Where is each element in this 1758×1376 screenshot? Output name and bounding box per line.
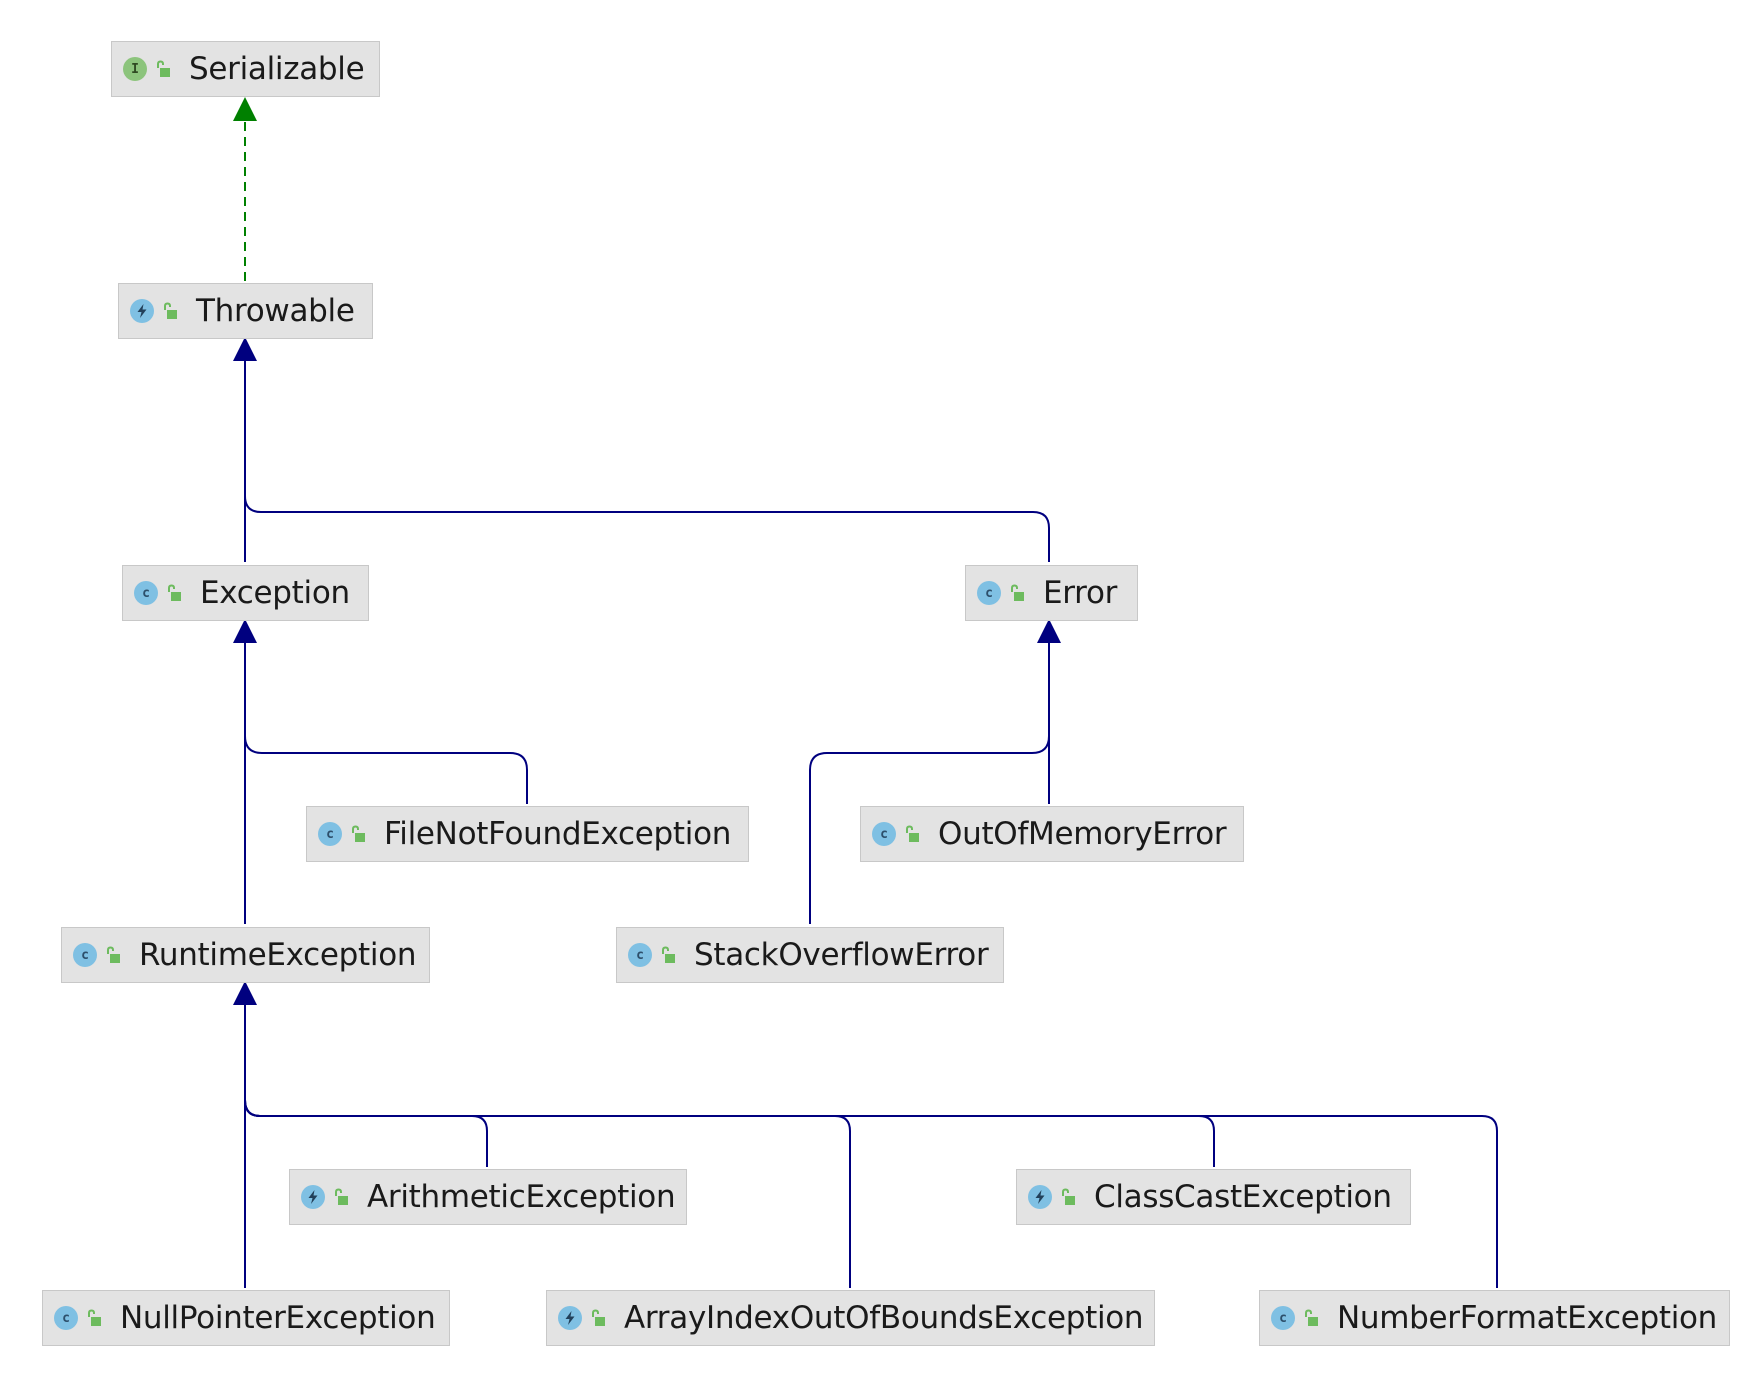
- node-label: Error: [1043, 575, 1118, 611]
- node-label: Serializable: [189, 51, 365, 87]
- edge-error-extends-throwable: [244, 495, 1050, 562]
- node-label: ArrayIndexOutOfBoundsException: [624, 1300, 1144, 1336]
- node-label: StackOverflowError: [694, 937, 989, 973]
- node-label: Exception: [200, 575, 350, 611]
- arrowhead-serializable: [233, 97, 257, 121]
- public-lock-icon: [1062, 1188, 1075, 1205]
- node-label: NullPointerException: [120, 1300, 436, 1336]
- node-outofmemory[interactable]: c OutOfMemoryError: [860, 806, 1244, 862]
- interface-icon: I: [123, 57, 147, 81]
- icon-letter: c: [62, 1310, 70, 1326]
- public-lock-icon: [592, 1309, 605, 1326]
- class-icon: c: [318, 822, 342, 846]
- public-lock-icon: [335, 1188, 348, 1205]
- node-label: OutOfMemoryError: [938, 816, 1227, 852]
- icon-letter: c: [1279, 1310, 1287, 1326]
- node-label: Throwable: [196, 293, 355, 329]
- arrowhead-error: [1037, 619, 1061, 643]
- node-label: ClassCastException: [1094, 1179, 1392, 1215]
- public-lock-icon: [1305, 1309, 1318, 1326]
- icon-letter: c: [985, 585, 993, 601]
- node-exception[interactable]: c Exception: [122, 565, 369, 621]
- public-lock-icon: [157, 60, 170, 77]
- edge-filenotfound-extends-exception: [244, 735, 528, 804]
- public-lock-icon: [1011, 584, 1024, 601]
- arrowhead-exception: [233, 619, 257, 643]
- class-icon: c: [73, 943, 97, 967]
- public-lock-icon: [352, 825, 365, 842]
- public-lock-icon: [662, 946, 675, 963]
- throwable-icon: [558, 1306, 582, 1330]
- lightning-bolt-icon: [308, 1190, 318, 1204]
- throwable-icon: [1028, 1185, 1052, 1209]
- public-lock-icon: [88, 1309, 101, 1326]
- edge-classcast-extends-runtime: [244, 1099, 1215, 1167]
- node-error[interactable]: c Error: [965, 565, 1138, 621]
- arrowhead-runtime: [233, 981, 257, 1005]
- icon-letter: I: [131, 61, 139, 77]
- class-icon: c: [1271, 1306, 1295, 1330]
- node-numberformat[interactable]: c NumberFormatException: [1259, 1290, 1730, 1346]
- node-serializable[interactable]: I Serializable: [111, 41, 380, 97]
- edge-stackoverflow-extends-error: [809, 735, 1050, 924]
- throwable-icon: [301, 1185, 325, 1209]
- icon-letter: c: [880, 826, 888, 842]
- edge-numberformat-extends-runtime: [244, 1099, 1498, 1288]
- class-icon: c: [628, 943, 652, 967]
- public-lock-icon: [107, 946, 120, 963]
- node-arithmetic[interactable]: ArithmeticException: [289, 1169, 687, 1225]
- node-nullpointer[interactable]: c NullPointerException: [42, 1290, 450, 1346]
- arrowhead-throwable: [233, 337, 257, 361]
- icon-letter: c: [142, 585, 150, 601]
- node-throwable[interactable]: Throwable: [118, 283, 373, 339]
- node-label: FileNotFoundException: [384, 816, 732, 852]
- lightning-bolt-icon: [137, 304, 147, 318]
- node-arrayindex[interactable]: ArrayIndexOutOfBoundsException: [546, 1290, 1155, 1346]
- class-icon: c: [977, 581, 1001, 605]
- icon-letter: c: [81, 947, 89, 963]
- public-lock-icon: [168, 584, 181, 601]
- public-lock-icon: [906, 825, 919, 842]
- throwable-icon: [130, 299, 154, 323]
- icon-letter: c: [636, 947, 644, 963]
- node-classcast[interactable]: ClassCastException: [1016, 1169, 1411, 1225]
- node-filenotfound[interactable]: c FileNotFoundException: [306, 806, 749, 862]
- edge-arithmetic-extends-runtime: [244, 1099, 488, 1167]
- class-icon: c: [54, 1306, 78, 1330]
- node-label: RuntimeException: [139, 937, 417, 973]
- icon-letter: c: [326, 826, 334, 842]
- lightning-bolt-icon: [565, 1311, 575, 1325]
- node-label: NumberFormatException: [1337, 1300, 1718, 1336]
- lightning-bolt-icon: [1035, 1190, 1045, 1204]
- public-lock-icon: [164, 302, 177, 319]
- node-runtime[interactable]: c RuntimeException: [61, 927, 430, 983]
- node-label: ArithmeticException: [367, 1179, 676, 1215]
- class-icon: c: [872, 822, 896, 846]
- class-icon: c: [134, 581, 158, 605]
- node-stackoverflow[interactable]: c StackOverflowError: [616, 927, 1004, 983]
